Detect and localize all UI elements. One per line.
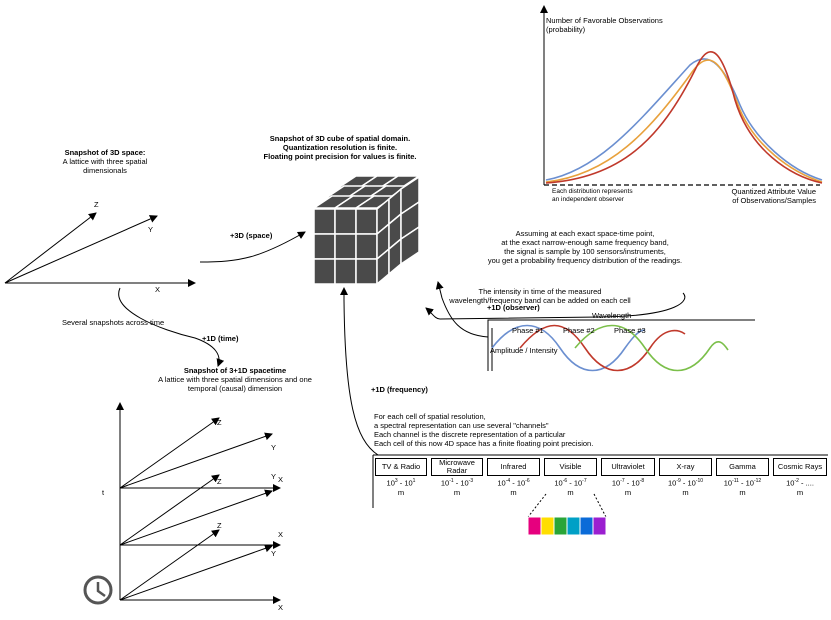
visible-spectrum-strip	[527, 516, 607, 536]
chart-ylabel-1: Number of Favorable Observations	[546, 16, 663, 25]
space-axes	[4, 212, 196, 287]
label-observer: +1D (observer)	[487, 303, 540, 312]
chart-ylabel-2: (probability)	[546, 25, 586, 34]
clock-icon	[83, 575, 113, 605]
band-3-box: Infrared	[487, 458, 540, 476]
space-desc-2: dimensionals	[83, 166, 127, 175]
visible-zoom	[527, 493, 607, 518]
label-space: +3D (space)	[230, 231, 273, 240]
observer-text-1: Assuming at each exact space-time point,	[515, 229, 655, 238]
wave-amplitude-label: Amplitude / Intensity	[490, 346, 558, 355]
snapshots-text: Several snapshots across time	[62, 318, 165, 327]
st-axis-y3: Y	[271, 549, 277, 558]
band-4-box: Visible	[544, 458, 597, 476]
chart-note-2: an independent observer	[552, 196, 624, 203]
visible-color-4	[566, 516, 581, 536]
band-8-range: 10-2 - ....m	[786, 478, 814, 497]
spectral-text-2: a spectral representation can use severa…	[374, 421, 549, 430]
cube-icon	[311, 175, 422, 286]
visible-color-1	[527, 516, 542, 536]
chart-xlabel-2: of Observations/Samples	[732, 196, 816, 205]
curve-observer-3	[545, 51, 823, 184]
band-7-box: Gamma	[716, 458, 769, 476]
space-axis-y: Y	[148, 225, 154, 234]
wave-phase-1-label: Phase #1	[512, 326, 544, 335]
cube-caption-1: Snapshot of 3D cube of spatial domain.	[269, 134, 411, 143]
space-desc-1: A lattice with three spatial	[62, 157, 148, 166]
curve-observer-1	[545, 58, 823, 181]
space-title: Snapshot of 3D space:	[64, 148, 146, 157]
curve-observer-2	[545, 59, 823, 183]
visible-color-3	[553, 516, 568, 536]
visible-color-5	[579, 516, 594, 536]
chart-xlabel-1: Quantized Attribute Value	[731, 187, 817, 196]
space-axis-z: Z	[94, 200, 99, 209]
distribution-chart	[540, 5, 823, 186]
wave-phase-2-label: Phase #2	[563, 326, 595, 335]
band-1-box: TV & Radio	[375, 458, 427, 476]
label-frequency: +1D (frequency)	[371, 385, 428, 394]
st-axis-y2: Y	[271, 472, 277, 481]
observer-text-3: the signal is sample by 100 sensors/inst…	[504, 247, 666, 256]
band-5-box: Ultraviolet	[601, 458, 655, 476]
wave-panel	[487, 319, 755, 372]
intensity-text-2: wavelength/frequency band can be added o…	[449, 296, 631, 305]
wave-phase-3-label: Phase #3	[614, 326, 646, 335]
label-time: +1D (time)	[202, 334, 239, 343]
cube-caption-2: Quantization resolution is finite.	[282, 143, 398, 152]
cube-caption-3: Floating point precision for values is f…	[263, 152, 417, 161]
spacetime-desc-2: temporal (causal) dimension	[187, 384, 283, 393]
band-2-box: Microwave Radar	[431, 458, 483, 476]
spectral-text-1: For each cell of spatial resolution,	[374, 412, 486, 421]
spacetime-axis-t: t	[102, 488, 105, 497]
band-6-box: X-ray	[659, 458, 712, 476]
wave-phase-3	[574, 324, 729, 372]
intensity-text-1: The intensity in time of the measured	[478, 287, 602, 296]
st-axis-x3: X	[278, 603, 284, 612]
st-axis-x1: X	[278, 475, 284, 484]
visible-color-2	[540, 516, 555, 536]
spectrum-frame	[372, 454, 828, 508]
observer-text-2: at the exact narrow-enough same frequenc…	[501, 238, 669, 247]
spectral-text-4: Each cell of this now 4D space has a fin…	[374, 439, 594, 448]
space-axis-x: X	[155, 285, 161, 294]
st-axis-z2: Z	[217, 477, 222, 486]
visible-color-6	[592, 516, 607, 536]
band-8-box: Cosmic Rays	[773, 458, 827, 476]
chart-note-1: Each distribution represents	[552, 188, 633, 195]
connector-arrows	[118, 231, 686, 456]
st-axis-y1: Y	[271, 443, 277, 452]
wave-phase-2	[519, 324, 686, 372]
observer-text-4: you get a probability frequency distribu…	[487, 256, 683, 265]
spacetime-title: Snapshot of 3+1D spacetime	[183, 366, 287, 375]
st-axis-z1: Z	[217, 418, 222, 427]
spacetime-axes	[116, 402, 281, 604]
spacetime-desc-1: A lattice with three spatial dimensions …	[158, 375, 312, 384]
wave-title: Wavelength	[592, 311, 632, 320]
spectral-text-3: Each channel is the discrete representat…	[374, 430, 566, 439]
st-axis-z3: Z	[217, 521, 222, 530]
st-axis-x2: X	[278, 530, 284, 539]
